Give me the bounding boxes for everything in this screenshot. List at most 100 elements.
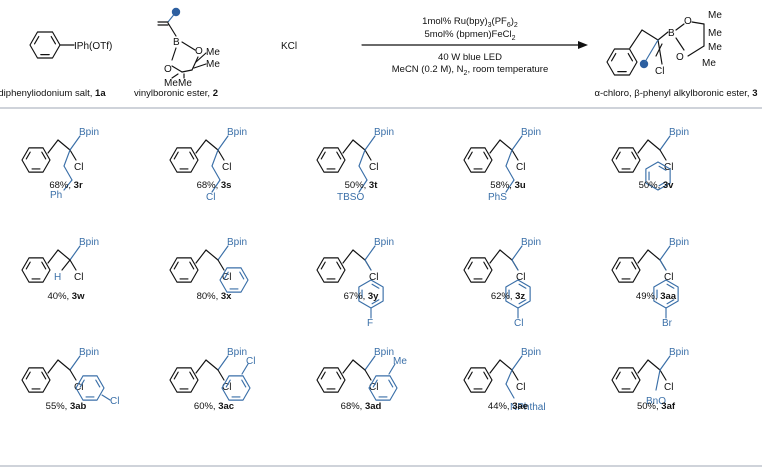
ring-double-bond: [239, 271, 245, 280]
ring-double-bond: [25, 371, 31, 380]
caption-text: 49%,: [636, 291, 660, 302]
bond: [511, 135, 523, 151]
compound-id: 3v: [663, 180, 674, 191]
bond: [47, 139, 59, 154]
ring-double-bond: [320, 261, 326, 270]
ring-bond: [75, 375, 105, 401]
bond: [647, 249, 661, 261]
ring-double-bond: [336, 371, 342, 380]
compound-id: 3r: [74, 180, 83, 191]
ring-double-bond: [173, 371, 179, 380]
benzene-ring: [611, 147, 641, 173]
ring-double-bond: [631, 371, 637, 380]
benzene-ring: [21, 147, 51, 173]
methyl: Me: [206, 47, 220, 58]
bpin-group: Bpin: [374, 237, 394, 248]
chloro: Cl: [74, 382, 83, 393]
bond: [217, 149, 225, 161]
bond: [358, 149, 366, 167]
chloro: Cl: [369, 162, 378, 173]
bond: [181, 69, 193, 73]
ring-double-bond: [189, 151, 195, 160]
ring-bond: [21, 147, 51, 173]
condition-part: ): [511, 16, 514, 27]
bond: [364, 369, 372, 381]
condition-part: 2: [512, 35, 516, 42]
ring-double-bond: [615, 261, 621, 270]
bond: [657, 39, 663, 65]
chain-end: BnO: [646, 396, 666, 407]
chloro: Cl: [74, 272, 83, 283]
light-source: 40 W blue LED: [438, 52, 502, 63]
bond: [205, 139, 219, 151]
chain-end: TBSO: [337, 192, 364, 203]
yield-caption: 68%, 3r: [49, 180, 83, 191]
ring-double-bond: [173, 261, 179, 270]
bond: [659, 245, 671, 261]
caption-text: 80%,: [197, 291, 221, 302]
bond: [511, 149, 519, 161]
bond: [489, 359, 501, 374]
caption-text: 60%,: [194, 401, 218, 412]
condition-part: , room temperature: [467, 64, 548, 75]
bond: [63, 165, 73, 181]
benzene-ring: [169, 367, 199, 393]
boron-atom: B: [173, 37, 180, 48]
caption-text: 50%,: [639, 180, 663, 191]
chloro: Cl: [664, 162, 673, 173]
bond: [358, 165, 368, 181]
chloro: Cl: [516, 382, 525, 393]
methyl: Me: [708, 10, 722, 21]
bond: [167, 22, 177, 37]
chloro: Cl: [369, 272, 378, 283]
bond: [61, 259, 71, 271]
chloro: Cl: [74, 162, 83, 173]
ring-bond: [21, 257, 51, 283]
hydrogen: H: [54, 272, 61, 283]
bond: [47, 249, 59, 264]
bond: [647, 139, 661, 151]
yield-caption: 49%, 3aa: [636, 291, 677, 302]
yield-caption: 60%, 3ac: [194, 401, 234, 412]
yield-caption: 50%, 3v: [639, 180, 675, 191]
ring-bond: [316, 367, 346, 393]
bond: [364, 245, 376, 261]
compound-id: 3ae: [512, 401, 528, 412]
bond: [659, 369, 667, 381]
bpin-group: Bpin: [227, 347, 247, 358]
ring-double-bond: [189, 261, 195, 270]
ring-double-bond: [223, 271, 229, 280]
bond: [217, 369, 225, 381]
bpin-group: Bpin: [669, 237, 689, 248]
yield-caption: 44%, 3ae: [488, 401, 528, 412]
bond: [657, 31, 669, 41]
bond: [388, 363, 396, 375]
bpin-group: Bpin: [227, 237, 247, 248]
bond: [211, 179, 221, 193]
benzene-ring: [463, 367, 493, 393]
bond: [171, 73, 179, 79]
ring-double-bond: [371, 283, 380, 289]
ring-double-bond: [631, 151, 637, 160]
ring-bond: [463, 257, 493, 283]
reagent2-caption: vinylboronic ester, 2: [134, 88, 218, 99]
bond: [69, 245, 81, 261]
bond: [63, 149, 71, 167]
compound-id: 3z: [515, 291, 525, 302]
bond: [217, 135, 229, 151]
yield-caption: 80%, 3x: [197, 291, 233, 302]
radical-dot: [639, 59, 649, 69]
caption-text: vinylboronic ester,: [134, 88, 213, 99]
ring-double-bond: [467, 261, 473, 270]
benzene-ring: [221, 375, 251, 401]
bond: [364, 355, 376, 371]
para-substituent: Cl: [514, 318, 523, 329]
bpin-group: Bpin: [79, 237, 99, 248]
methyl: Me: [708, 28, 722, 39]
ring-double-bond: [50, 35, 57, 45]
